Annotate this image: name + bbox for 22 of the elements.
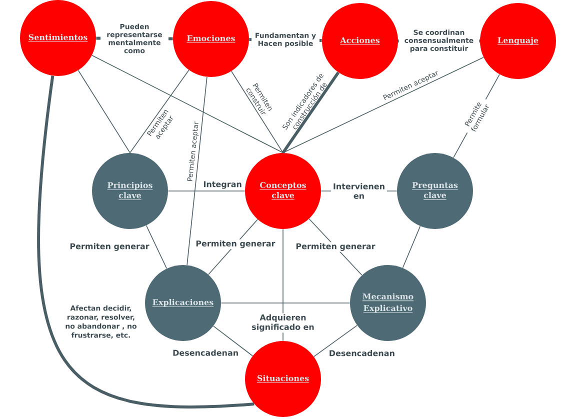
edge-label: Desencadenan bbox=[173, 350, 238, 356]
connector-line bbox=[186, 76, 208, 266]
connector-line bbox=[168, 190, 246, 192]
connector-line bbox=[78, 70, 130, 154]
connector-line bbox=[282, 72, 340, 154]
connector-line bbox=[282, 57, 484, 154]
connector-line bbox=[220, 302, 350, 304]
edge-label: Adquieren significado en bbox=[246, 313, 320, 333]
edge-label: Permiten generar bbox=[70, 243, 150, 251]
connector-line bbox=[213, 326, 253, 356]
connector-line bbox=[92, 54, 284, 154]
connector-line bbox=[231, 70, 284, 154]
connector-line bbox=[314, 324, 358, 357]
curved-line bbox=[37, 76, 254, 408]
edge-label: Permiten generar bbox=[294, 242, 376, 252]
edge-label: Permiten generar bbox=[194, 239, 276, 250]
edge-label: Integran bbox=[204, 181, 242, 189]
edge-label: Intervienen en bbox=[331, 182, 387, 200]
connector-line bbox=[130, 70, 190, 154]
connector-line bbox=[146, 225, 168, 269]
edge-label: Desencadenan bbox=[330, 350, 394, 356]
connector-line bbox=[402, 226, 421, 268]
